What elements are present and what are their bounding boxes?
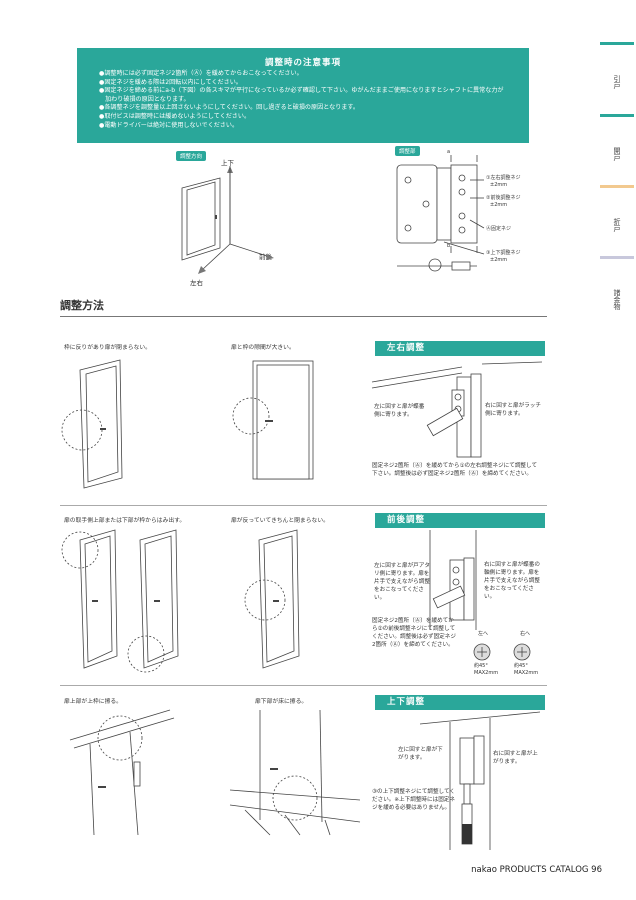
tab-label: 開戸 — [613, 147, 621, 161]
tab-color-bar — [600, 256, 634, 259]
case-caption: 扉が反っていてきちんと閉まらない。 — [231, 518, 329, 524]
lateral-left-note: 左に回すと扉が蝶番側に寄ります。 — [374, 404, 425, 418]
direction-badge: 調整方向 — [176, 151, 207, 161]
label-up-down: 上下 — [221, 159, 234, 167]
large-gap-illustration — [232, 360, 314, 480]
notice-item: 加わり破損の原因となります。 — [99, 95, 190, 103]
tab-folding-door[interactable]: 折戸 — [600, 185, 634, 232]
callout-vertical-screw: ③上下調整ネジ — [486, 250, 521, 256]
hinge-diagram — [396, 155, 485, 272]
notice-item: ●取付ビスは調整時には緩めないようにしてください。 — [99, 112, 251, 120]
notice-item: ●各調整ネジを調整量以上回さないようにしてください。回し過ぎると破損の原因となり… — [99, 104, 359, 112]
case-caption: 扉の取手側上部または下部が枠からはみ出す。 — [64, 518, 186, 524]
section-divider — [60, 316, 547, 317]
vertical-left-note: 左に回すと扉が下がります。 — [398, 747, 443, 761]
vertical-right-note: 右に回すと扉が上がります。 — [493, 751, 538, 765]
notice-item: ●電動ドライバーは絶対に使用しないでください。 — [99, 121, 239, 129]
dial-left-label: 左へ — [478, 631, 489, 637]
tab-misc-hardware[interactable]: 諸金物 — [600, 256, 634, 310]
category-tabs: 引戸 開戸 折戸 諸金物 — [598, 0, 636, 330]
case-caption: 扉上部が上枠に擦る。 — [64, 699, 122, 705]
depth-instruction: 固定ネジ2箇所（Ⓐ）を緩めてから②の前後調整ネジにて調整してください。調整後は必… — [372, 618, 456, 648]
case-caption: 扉と枠の隙間が大きい。 — [231, 345, 295, 351]
vertical-adjust-title: 上下調整 — [375, 695, 545, 710]
lateral-instruction: 固定ネジ2箇所（Ⓐ）を緩めてから①の左右調整ネジにて調整して下さい。調整後は必ず… — [372, 463, 538, 477]
depth-adjust-title: 前後調整 — [375, 513, 545, 528]
depth-right-note: 右に回すと扉が蝶番の軸側に寄ります。扉を片手で支えながら調整をおこなってください… — [484, 562, 540, 600]
tab-sliding-door[interactable]: 引戸 — [600, 42, 634, 89]
dial-left-max: MAX2mm — [474, 670, 499, 676]
warped-door-illustration — [244, 529, 300, 669]
tab-hinged-door[interactable]: 開戸 — [600, 114, 634, 161]
vertical-instruction: ③の上下調整ネジにて調整してください。※上下調整時には固定ネジを緩める必要はあり… — [372, 789, 455, 811]
label-front-back: 前後 — [259, 253, 272, 261]
tab-label: 諸金物 — [613, 289, 621, 310]
tab-color-bar — [600, 114, 634, 117]
case-caption: 枠に反りがあり扉が閉まらない。 — [64, 345, 151, 351]
notice-item: ●調整時には必ず固定ネジ2箇所（Ⓐ）を緩めてからおこなってください。 — [99, 70, 303, 77]
notice-item: ●固定ネジを緩める際は2回転以内にしてください。 — [99, 78, 242, 86]
dial-icons — [473, 643, 531, 661]
notice-item: ●固定ネジを締める前にa-b（下図）の各スキマが平行になっているか必ず確認して下… — [99, 87, 504, 95]
callout-fixing-screw: Ⓐ固定ネジ — [486, 226, 512, 232]
dial-right-max: MAX2mm — [514, 670, 539, 676]
caution-notice-box: 調整時の注意事項 ●調整時には必ず固定ネジ2箇所（Ⓐ）を緩めてからおこなってくだ… — [77, 48, 529, 143]
depth-adjust-illustration — [429, 530, 477, 630]
top-rub-illustration — [69, 709, 175, 836]
protruding-door-illustration — [61, 529, 179, 673]
warped-frame-illustration — [61, 359, 123, 489]
catalog-footer: nakao PRODUCTS CATALOG 96 — [471, 865, 602, 875]
direction-diagram — [181, 166, 274, 274]
adjust-part-badge: 調整部 — [395, 146, 420, 156]
tab-label: 引戸 — [613, 75, 621, 89]
callout-depth-range: ±2mm — [490, 202, 508, 208]
lateral-right-note: 右に回すと扉がラッチ側に寄ります。 — [485, 403, 541, 417]
notice-list: ●調整時には必ず固定ネジ2箇所（Ⓐ）を緩めてからおこなってください。 ●固定ネジ… — [99, 70, 519, 130]
notice-title: 調整時の注意事項 — [264, 58, 341, 68]
bottom-rub-illustration — [229, 709, 361, 836]
case-caption: 扉下部が床に擦る。 — [255, 699, 308, 705]
gap-b-label: b — [447, 243, 451, 249]
lateral-adjust-title: 左右調整 — [375, 341, 545, 356]
vertical-adjust-illustration — [419, 711, 541, 850]
row-divider — [60, 505, 547, 506]
callout-depth-screw: ②前後調整ネジ — [486, 195, 521, 201]
gap-a-label: a — [447, 149, 451, 155]
section-title: 調整方法 — [60, 299, 104, 312]
dial-right-angle: 約45° — [514, 663, 528, 669]
label-left-right: 左右 — [190, 279, 203, 287]
dial-left-angle: 約45° — [474, 663, 488, 669]
tab-color-bar — [600, 185, 634, 188]
tab-color-bar — [600, 42, 634, 45]
callout-vertical-range: ±2mm — [490, 257, 508, 263]
dial-right-label: 右へ — [520, 631, 531, 637]
depth-left-note: 左に回すと扉が戸アタリ側に寄ります。扉を片手で支えながら調整をおこなってください… — [374, 563, 430, 601]
callout-lateral-range: ±2mm — [490, 182, 508, 188]
tab-label: 折戸 — [613, 218, 621, 232]
callout-lateral-screw: ①左右調整ネジ — [486, 175, 521, 181]
lateral-adjust-illustration — [371, 361, 543, 458]
row-divider — [60, 685, 547, 686]
